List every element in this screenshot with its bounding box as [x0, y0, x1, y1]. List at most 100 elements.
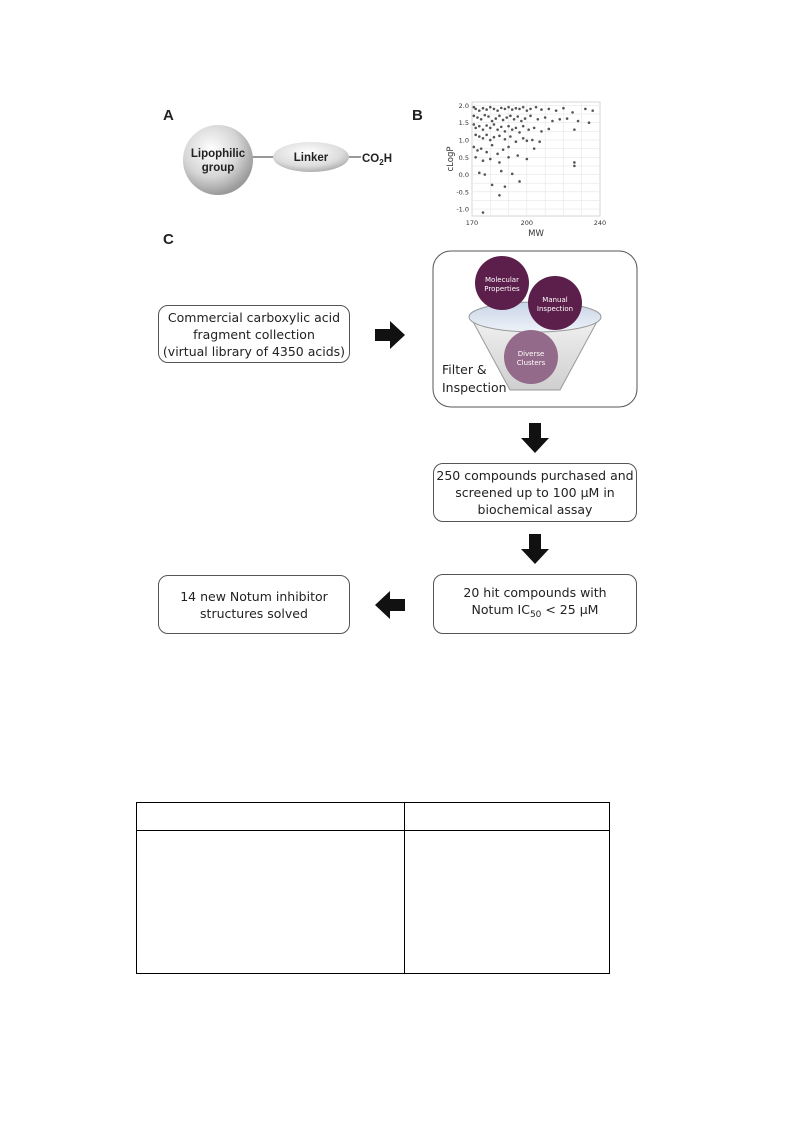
scatter-point [573, 161, 576, 164]
start-box-line-3: (virtual library of 4350 acids) [162, 343, 346, 359]
scatter-point [529, 107, 532, 111]
scatter-point [521, 136, 525, 140]
scatter-point [490, 183, 494, 187]
scatter-point [496, 152, 499, 156]
scatter-point [498, 161, 501, 164]
screen-box-line-2: screened up to 100 µM in [455, 485, 615, 500]
scatter-point [478, 124, 481, 128]
scatter-point [532, 126, 536, 130]
scatter-point [505, 116, 509, 119]
scatter-point [562, 106, 565, 110]
scatter-point [514, 106, 518, 110]
y-tick-label: 1.0 [459, 137, 469, 145]
scatter-point [509, 114, 512, 118]
scatter-point [591, 109, 594, 112]
scatter-point [485, 150, 488, 154]
circle1-label-1: Molecular [485, 276, 519, 284]
hit-box-line-2: Notum IC50 < 25 µM [471, 602, 599, 620]
scatter-point [525, 109, 529, 112]
final-box-line-2: structures solved [200, 605, 308, 621]
scatter-point [507, 145, 510, 149]
scatter-point [540, 108, 543, 111]
scatter-point [481, 159, 485, 163]
start-box: Commercial carboxylic acid fragment coll… [158, 305, 350, 363]
scatter-point [534, 105, 538, 109]
scatter-point [520, 119, 523, 123]
scatter-point [547, 127, 551, 131]
lipophilic-label-2: group [202, 162, 235, 174]
scatter-point [485, 124, 488, 127]
scatter-point [479, 147, 483, 150]
scatter-point [558, 117, 562, 121]
scatter-point [474, 155, 477, 159]
scatter-point [485, 133, 488, 137]
scatter-point [514, 126, 518, 130]
scatter-point [488, 126, 492, 130]
scatter-point [483, 113, 487, 117]
scatter-point [494, 117, 498, 120]
scatter-point [518, 131, 521, 134]
scatter-point [540, 130, 543, 133]
scatter-point [481, 211, 485, 214]
scatter-point [512, 117, 516, 121]
scatter-point [499, 169, 503, 173]
circle2-label-1: Manual [542, 296, 567, 304]
scatter-point [503, 130, 507, 133]
scatter-point [536, 117, 540, 121]
scatter-point [510, 128, 514, 131]
y-tick-label: 0.0 [459, 171, 469, 179]
hit-box-line-1: 20 hit compounds with [463, 585, 607, 600]
scatter-point [576, 119, 580, 123]
diverse-clusters-circle [504, 330, 558, 384]
down-arrow-icon-1 [521, 423, 549, 453]
scatter-point [481, 106, 485, 110]
scatter-point [478, 171, 481, 175]
y-tick-label: 2.0 [459, 102, 469, 110]
scatter-point [525, 157, 529, 161]
scatter-point [488, 157, 492, 161]
table-border [136, 802, 610, 974]
y-tick-label: -0.5 [456, 188, 469, 196]
down-arrow-icon-2 [521, 534, 549, 564]
x-tick-label: 170 [466, 219, 478, 227]
scatter-point [538, 140, 541, 144]
scatter-point [498, 134, 501, 138]
scatter-point [507, 124, 510, 128]
scatter-point [472, 123, 476, 126]
filter-label-2: Inspection [442, 380, 507, 395]
scatter-point [492, 107, 496, 111]
scatter-point [587, 121, 591, 125]
screen-box-line-1: 250 compounds purchased and [436, 468, 634, 483]
empty-table [136, 802, 610, 974]
scatter-point [518, 107, 521, 111]
molecular-properties-circle [475, 256, 529, 310]
scatter-point [501, 148, 505, 151]
scatter-point [543, 116, 547, 119]
final-box: 14 new Notum inhibitor structures solved [158, 575, 350, 634]
circle1-label-2: Properties [484, 285, 520, 293]
scatter-point [516, 154, 520, 157]
scatter-point [499, 125, 503, 129]
scatter-point [573, 128, 576, 131]
scatter-point [529, 114, 532, 118]
linker-label: Linker [294, 152, 329, 164]
scatter-point [571, 111, 574, 114]
panel-c-label: C [163, 231, 174, 248]
scatter-point [496, 109, 499, 112]
hit-box: 20 hit compounds with Notum IC50 < 25 µM [433, 574, 637, 634]
scatter-point [496, 128, 499, 131]
scatter-point [510, 172, 514, 176]
scatter-point [509, 135, 512, 138]
panel-b-label: B [412, 107, 423, 124]
scatter-point [551, 119, 554, 123]
scatter-point [498, 193, 501, 197]
x-axis-label: MW [528, 229, 544, 238]
manual-inspection-circle [528, 276, 582, 330]
scatter-point [490, 119, 494, 123]
scatter-point [481, 128, 485, 131]
scatter-point [498, 114, 501, 118]
circle2-label-2: Inspection [537, 305, 573, 313]
right-arrow-icon [375, 321, 405, 349]
start-box-line-1: Commercial carboxylic acid [167, 309, 341, 325]
